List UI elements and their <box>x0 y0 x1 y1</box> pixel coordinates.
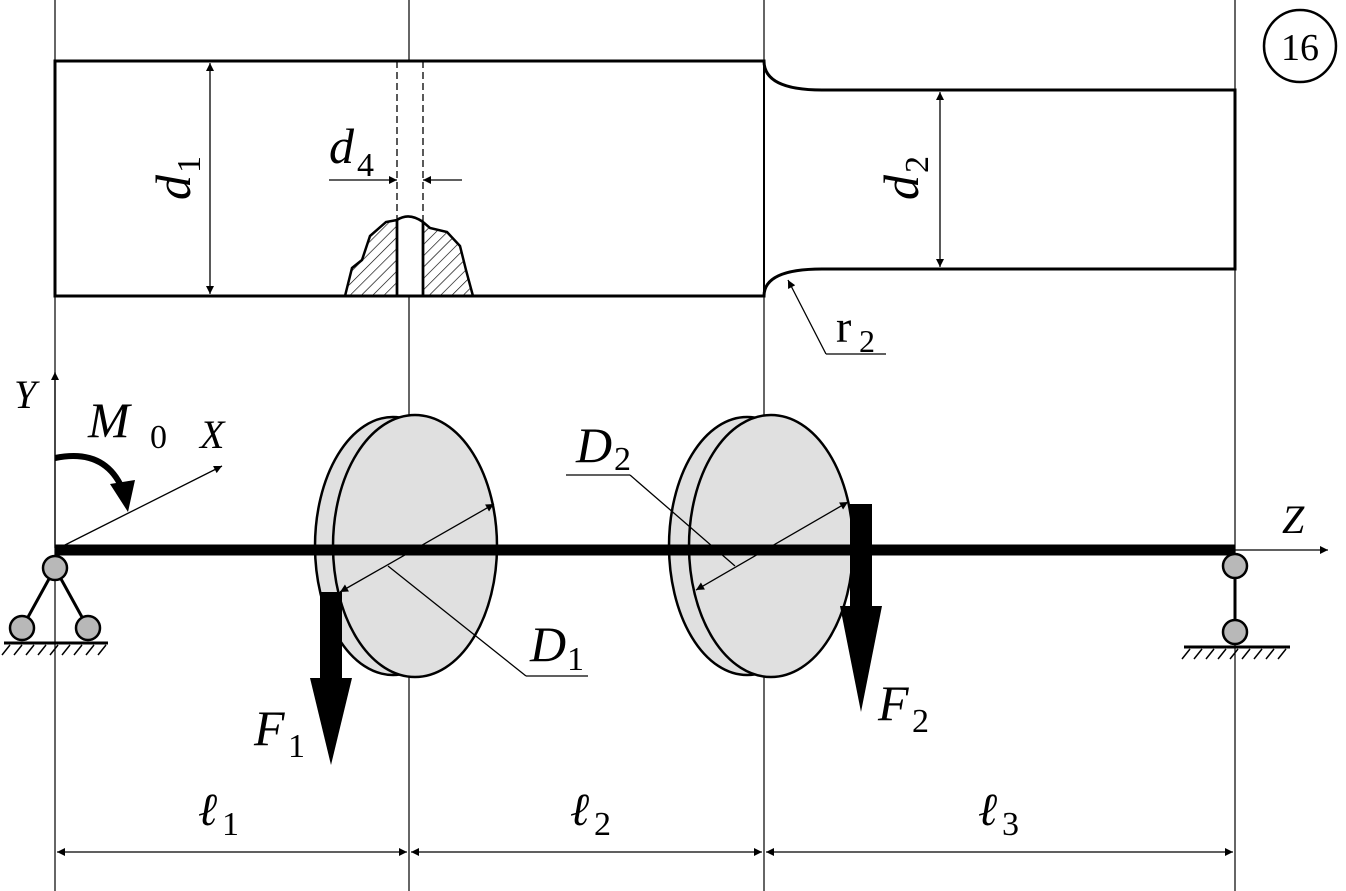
left-pinned-support <box>1 554 108 656</box>
force-2-arrow <box>840 504 882 712</box>
disk-1-label: D 1 <box>529 616 584 678</box>
svg-text:0: 0 <box>150 419 167 456</box>
section-hole-top <box>396 215 424 224</box>
d4-label: d 4 <box>329 118 374 184</box>
d2-label: d 2 <box>873 156 936 200</box>
svg-text:2: 2 <box>912 703 929 740</box>
z-axis-label: Z <box>1282 497 1305 542</box>
shaft-drawing: d 1 d 2 d 4 r 2 <box>53 59 1237 359</box>
moment-arrow-head <box>110 480 135 512</box>
moment-arrow <box>54 453 125 490</box>
shaft-outline <box>53 59 1237 298</box>
span-3-label: ℓ 3 <box>978 784 1019 843</box>
y-axis-label: Y <box>14 372 40 417</box>
r2-label: r 2 <box>836 301 875 359</box>
force-1-label: F 1 <box>253 700 305 765</box>
svg-text:M: M <box>87 392 132 448</box>
disk-1-leader <box>387 565 527 677</box>
moment-label: M 0 <box>87 392 167 456</box>
span-2-label: ℓ 2 <box>570 784 611 843</box>
svg-text:1: 1 <box>567 641 584 678</box>
svg-text:1: 1 <box>171 156 208 173</box>
disk-2-label: D 2 <box>575 417 631 478</box>
svg-text:D: D <box>575 417 612 473</box>
svg-text:ℓ: ℓ <box>978 784 998 835</box>
svg-text:1: 1 <box>288 728 305 765</box>
svg-text:r: r <box>836 301 851 352</box>
right-roller-support <box>1181 552 1290 660</box>
svg-text:2: 2 <box>859 323 875 359</box>
svg-text:D: D <box>529 616 566 672</box>
x-axis-label: X <box>198 412 226 457</box>
svg-text:ℓ: ℓ <box>570 784 590 835</box>
svg-text:4: 4 <box>357 147 374 184</box>
x-axis <box>54 465 223 551</box>
figure-number-badge: 16 <box>1262 8 1338 84</box>
loading-scheme: Y X Z M 0 D 1 <box>1 372 1328 765</box>
span-dimensions: ℓ 1 ℓ 2 ℓ 3 <box>57 784 1233 856</box>
svg-text:d: d <box>873 174 929 200</box>
svg-text:2: 2 <box>594 806 611 843</box>
disk-2-leader <box>629 474 736 567</box>
svg-text:2: 2 <box>614 441 631 478</box>
disk-1-diameter-arrow <box>339 503 495 593</box>
svg-text:ℓ: ℓ <box>198 784 218 835</box>
svg-text:d: d <box>145 174 201 200</box>
figure-number: 16 <box>1281 27 1319 69</box>
d1-label: d 1 <box>145 156 208 200</box>
svg-text:d: d <box>329 118 355 174</box>
disk-2-diameter-arrow <box>695 501 849 591</box>
svg-text:F: F <box>253 700 285 756</box>
force-2-label: F 2 <box>877 675 929 740</box>
svg-text:2: 2 <box>899 156 936 173</box>
svg-text:F: F <box>877 675 909 731</box>
span-1-label: ℓ 1 <box>198 784 239 843</box>
svg-text:1: 1 <box>222 806 239 843</box>
force-1-arrow <box>310 592 352 765</box>
svg-text:3: 3 <box>1002 806 1019 843</box>
r2-leader-arrow <box>787 279 827 355</box>
